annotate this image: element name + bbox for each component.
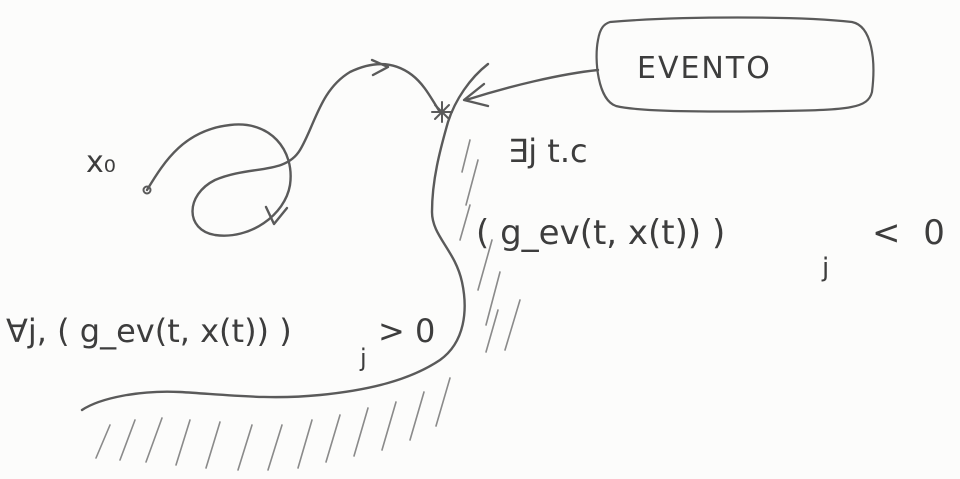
forall-condition-subscript: j (359, 344, 367, 372)
trajectory-arrow-icon (264, 205, 289, 226)
boundary-hatching-right (459, 139, 521, 353)
event-point-star-icon (431, 101, 453, 123)
event-condition-expression: ( g_ev(t, x(t)) ) (476, 213, 725, 253)
forall-condition-relation: > 0 (378, 312, 435, 350)
forall-condition-expression: ∀j, ( g_ev(t, x(t)) ) (6, 312, 292, 350)
region-boundary (80, 62, 490, 412)
start-label: x₀ (86, 145, 116, 180)
event-callout-bubble (595, 16, 875, 113)
event-callout-label: EVENTO (637, 51, 772, 86)
event-condition-subscript: j (821, 253, 829, 283)
trajectory-curve (142, 58, 442, 237)
boundary-hatching-bottom (95, 377, 451, 471)
event-callout: EVENTO (462, 16, 875, 113)
event-pointer-arrow (464, 68, 600, 102)
trajectory-arrow-icon (370, 58, 390, 77)
exists-label: ∃j t.c (508, 132, 588, 170)
event-condition-relation: < 0 (872, 213, 951, 253)
event-pointer-arrowhead-icon (462, 82, 490, 108)
